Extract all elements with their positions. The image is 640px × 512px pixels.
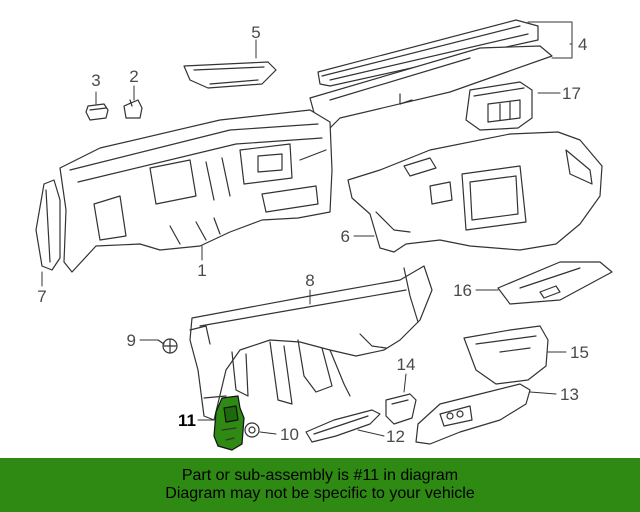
part-4-defroster-trim (309, 19, 553, 131)
callout-1: 1 (197, 261, 206, 280)
part-12-lower-trim (305, 409, 381, 443)
part-14-small-panel (385, 393, 417, 425)
callout-10: 10 (280, 425, 299, 444)
callout-6: 6 (341, 227, 350, 246)
callout-7: 7 (37, 287, 46, 306)
callout-12: 12 (386, 427, 405, 446)
part-6-dash-pad (347, 131, 603, 253)
callout-8: 8 (305, 271, 314, 290)
callout-16: 16 (453, 281, 472, 300)
instrument-panel-exploded-diagram: 5 3 2 4 17 6 7 1 8 9 11 10 12 14 13 15 1… (35, 19, 613, 451)
callout-4: 4 (578, 35, 587, 54)
banner-line-part-number: Part or sub-assembly is #11 in diagram (181, 467, 459, 484)
callout-15: 15 (570, 343, 589, 362)
part-1-instrument-panel (59, 109, 333, 273)
callout-13: 13 (560, 385, 579, 404)
part-15-glove-box (463, 325, 549, 385)
part-16-storage-tray (497, 261, 613, 305)
part-9-bolt (157, 338, 178, 354)
part-13-trim-panel (415, 383, 531, 445)
part-10-nut (244, 422, 260, 438)
banner-line-disclaimer: Diagram may not be specific to your vehi… (165, 485, 475, 502)
part-17-airbag-module (465, 81, 533, 131)
part-2-bracket (123, 99, 143, 119)
callout-11-highlighted: 11 (178, 411, 196, 430)
part-info-banner: Part or sub-assembly is #11 in diagram D… (0, 458, 640, 512)
leader-lines (41, 21, 573, 437)
callout-5: 5 (251, 23, 260, 42)
part-5-cover (183, 61, 277, 89)
part-11-bracket-highlighted (213, 395, 245, 451)
part-8-cross-car-beam (189, 265, 433, 421)
part-7-end-cap (35, 179, 61, 271)
callout-2: 2 (129, 67, 138, 86)
callout-14: 14 (397, 355, 416, 374)
callout-3: 3 (91, 71, 100, 90)
callout-9: 9 (127, 331, 136, 350)
part-3-clip (85, 103, 109, 121)
callout-17: 17 (562, 84, 581, 103)
